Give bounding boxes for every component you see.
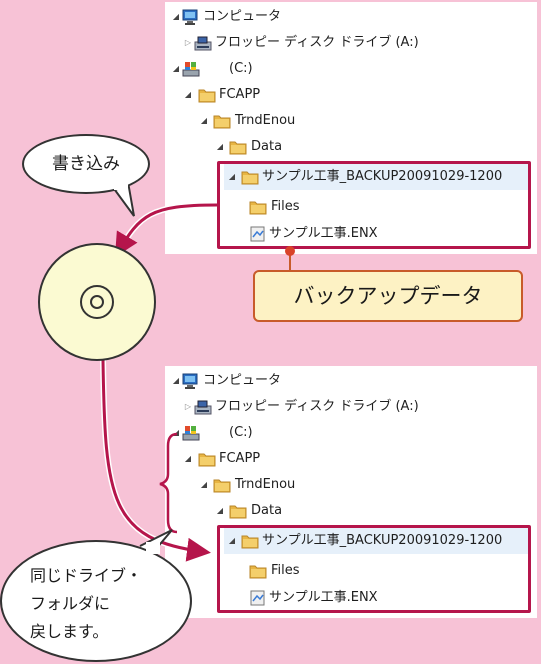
tree-label: Files xyxy=(271,199,300,214)
tree-item-enx-file[interactable]: サンプル工事.ENX xyxy=(224,221,530,247)
collapse-arrow-icon[interactable]: ▷ xyxy=(184,402,192,411)
tree-item-fcapp[interactable]: ◢ FCAPP xyxy=(165,82,537,108)
tree-item-data[interactable]: ◢ Data xyxy=(165,498,537,524)
expand-arrow-icon[interactable]: ◢ xyxy=(228,172,236,181)
expand-arrow-icon[interactable]: ◢ xyxy=(216,506,224,515)
tree-item-floppy[interactable]: ▷ フロッピー ディスク ドライブ (A:) xyxy=(165,30,537,56)
connector-dot xyxy=(285,246,295,256)
tree-item-enx-file[interactable]: サンプル工事.ENX xyxy=(224,585,530,611)
tree-label: サンプル工事.ENX xyxy=(269,590,378,605)
expand-arrow-icon[interactable]: ◢ xyxy=(228,536,236,545)
expand-arrow-icon[interactable]: ◢ xyxy=(172,376,180,385)
expand-arrow-icon[interactable]: ◢ xyxy=(172,428,180,437)
tree-item-backup-folder[interactable]: ◢ サンプル工事_BACKUP20091029-1200 xyxy=(224,528,530,554)
expand-arrow-icon[interactable]: ◢ xyxy=(184,454,192,463)
callout-restore-line: 同じドライブ・ xyxy=(30,566,143,585)
brace-bracket xyxy=(159,432,178,534)
file-icon xyxy=(250,226,265,242)
tree-item-drive-c[interactable]: ◢ (C:) xyxy=(165,56,537,82)
tree-item-files[interactable]: Files xyxy=(224,558,530,584)
callout-tail-write xyxy=(111,181,135,217)
tree-label: サンプル工事.ENX xyxy=(269,226,378,241)
backup-highlight-top xyxy=(217,161,531,249)
computer-icon xyxy=(182,9,198,25)
callout-restore-line: フォルダに xyxy=(30,594,111,613)
callout-tail-joint xyxy=(146,542,160,554)
tree-item-files[interactable]: Files xyxy=(224,194,530,220)
folder-tree-top: ◢ コンピュータ ▷ フロッピー ディスク ドライブ (A:) ◢ (C:) ◢… xyxy=(165,2,537,254)
tree-label: TrndEnou xyxy=(235,477,296,492)
tree-label: Files xyxy=(271,563,300,578)
collapse-arrow-icon[interactable]: ▷ xyxy=(184,38,192,47)
folder-icon xyxy=(213,115,231,129)
callout-write: 書き込み xyxy=(22,134,150,194)
file-icon xyxy=(250,590,265,606)
folder-icon xyxy=(249,201,267,215)
expand-arrow-icon[interactable]: ◢ xyxy=(184,90,192,99)
callout-restore-line: 戻します。 xyxy=(30,622,109,641)
backup-highlight-bottom xyxy=(217,525,531,613)
hard-drive-icon xyxy=(182,62,200,77)
backup-data-label-text: バックアップデータ xyxy=(293,284,483,308)
tree-label: コンピュータ xyxy=(203,9,282,24)
hard-drive-icon xyxy=(182,426,200,441)
callout-write-text: 書き込み xyxy=(52,154,120,174)
folder-icon xyxy=(198,89,216,103)
tree-item-trndenou[interactable]: ◢ TrndEnou xyxy=(165,472,537,498)
write-arrow xyxy=(114,203,218,258)
tree-label: (C:) xyxy=(229,425,253,440)
tree-item-drive-c[interactable]: ◢ (C:) xyxy=(165,420,537,446)
tree-label: Data xyxy=(251,139,283,154)
tree-label: フロッピー ディスク ドライブ (A:) xyxy=(215,399,419,414)
disc-hole-inner xyxy=(90,295,104,309)
tree-label: フロッピー ディスク ドライブ (A:) xyxy=(215,35,419,50)
folder-icon xyxy=(241,171,259,185)
tree-label: FCAPP xyxy=(219,451,261,466)
disc-hole xyxy=(80,285,114,319)
folder-icon xyxy=(241,535,259,549)
tree-item-computer[interactable]: ◢ コンピュータ xyxy=(165,4,537,30)
tree-item-data[interactable]: ◢ Data xyxy=(165,134,537,160)
tree-label: TrndEnou xyxy=(235,113,296,128)
floppy-drive-icon xyxy=(194,36,212,51)
restore-arrow xyxy=(101,359,211,562)
floppy-drive-icon xyxy=(194,400,212,415)
folder-icon xyxy=(229,505,247,519)
expand-arrow-icon[interactable]: ◢ xyxy=(200,480,208,489)
tree-item-computer[interactable]: ◢ コンピュータ xyxy=(165,368,537,394)
computer-icon xyxy=(182,373,198,389)
tree-item-floppy[interactable]: ▷ フロッピー ディスク ドライブ (A:) xyxy=(165,394,537,420)
folder-icon xyxy=(213,479,231,493)
tree-label: FCAPP xyxy=(219,87,261,102)
expand-arrow-icon[interactable]: ◢ xyxy=(200,116,208,125)
callout-tail-joint xyxy=(114,180,128,190)
tree-item-trndenou[interactable]: ◢ TrndEnou xyxy=(165,108,537,134)
callout-restore: 同じドライブ・ フォルダに 戻します。 xyxy=(0,540,192,662)
tree-label: サンプル工事_BACKUP20091029-1200 xyxy=(262,169,503,184)
expand-arrow-icon[interactable]: ◢ xyxy=(172,64,180,73)
folder-tree-bottom: ◢ コンピュータ ▷ フロッピー ディスク ドライブ (A:) ◢ (C:) ◢… xyxy=(165,366,537,618)
backup-data-label: バックアップデータ xyxy=(253,270,523,322)
folder-icon xyxy=(198,453,216,467)
tree-item-fcapp[interactable]: ◢ FCAPP xyxy=(165,446,537,472)
expand-arrow-icon[interactable]: ◢ xyxy=(216,142,224,151)
folder-icon xyxy=(229,141,247,155)
tree-label: Data xyxy=(251,503,283,518)
tree-label: (C:) xyxy=(229,61,253,76)
folder-icon xyxy=(249,565,267,579)
tree-label: コンピュータ xyxy=(203,373,282,388)
expand-arrow-icon[interactable]: ◢ xyxy=(172,12,180,21)
disc-icon xyxy=(38,243,156,361)
tree-label: サンプル工事_BACKUP20091029-1200 xyxy=(262,533,503,548)
tree-item-backup-folder[interactable]: ◢ サンプル工事_BACKUP20091029-1200 xyxy=(224,164,530,190)
